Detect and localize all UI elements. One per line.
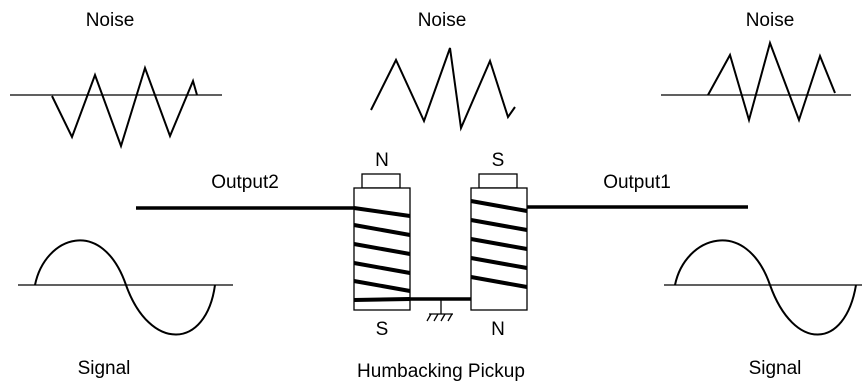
noise-wave-center — [370, 47, 516, 132]
noise-waveform-center — [370, 47, 516, 132]
ground-icon — [433, 313, 439, 322]
right-coil-winding — [470, 237, 528, 251]
left-coil-winding — [353, 297, 411, 302]
left-coil-winding — [353, 223, 411, 237]
noise-label-center: Noise — [418, 10, 467, 31]
noise-waveform-right — [661, 39, 851, 124]
right-coil-winding — [470, 199, 528, 213]
ground-icon — [447, 313, 453, 322]
right-coil-north-pole: N — [491, 319, 505, 340]
left-coil-south-pole: S — [376, 319, 389, 340]
right-coil-pole-piece — [478, 173, 518, 189]
right-coil: S N — [470, 150, 528, 340]
left-coil-winding — [353, 242, 411, 256]
right-coil-winding — [470, 275, 528, 289]
ground-icon — [440, 313, 446, 322]
signal-label-right: Signal — [749, 358, 802, 379]
left-coil-winding — [353, 279, 411, 293]
noise-wave-right — [707, 39, 836, 124]
signal-label-left: Signal — [78, 358, 131, 379]
noise-label-right: Noise — [746, 10, 795, 31]
signal-wave-left — [34, 239, 216, 336]
signal-waveform-left — [18, 239, 233, 336]
noise-label-left: Noise — [86, 10, 135, 31]
left-coil: N S — [353, 150, 411, 340]
ground-icon — [426, 313, 432, 322]
output1-label: Output1 — [603, 172, 671, 193]
output2-label: Output2 — [211, 172, 279, 193]
ground-connection — [410, 297, 471, 322]
right-coil-winding — [470, 218, 528, 232]
left-coil-winding — [353, 261, 411, 275]
signal-wave-right — [674, 239, 857, 336]
noise-waveform-left — [10, 64, 222, 150]
left-coil-pole-piece — [361, 173, 401, 189]
left-coil-north-pole: N — [375, 150, 389, 171]
left-coil-winding — [353, 206, 411, 218]
signal-waveform-right — [664, 239, 862, 336]
right-coil-south-pole: S — [492, 150, 505, 171]
diagram-caption: Humbacking Pickup — [357, 361, 525, 382]
noise-wave-left — [51, 64, 198, 150]
right-coil-winding — [470, 256, 528, 270]
